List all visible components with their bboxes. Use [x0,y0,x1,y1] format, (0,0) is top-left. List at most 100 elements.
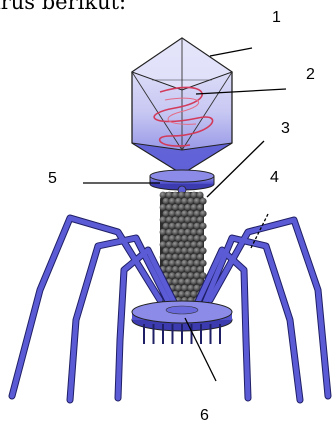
sheath-bead [163,260,170,267]
sheath-bead [181,210,188,217]
sheath-bead [194,247,201,254]
sheath-bead [197,241,204,248]
sheath-bead [181,223,188,230]
sheath-bead [187,210,194,217]
base-plate-hub [166,306,198,314]
sheath-bead [187,272,194,279]
sheath-bead [187,247,194,254]
sheath-bead [197,254,204,261]
sheath-bead [160,192,167,199]
sheath-bead [200,210,207,217]
sheath-bead [184,291,191,298]
sheath-bead [200,223,207,230]
sheath-bead [191,266,198,273]
sheath-bead [181,285,188,292]
sheath-bead [194,285,201,292]
leader-line-1 [210,48,252,56]
sheath-bead [191,278,198,285]
sheath-bead [197,204,204,211]
sheath-bead [172,216,179,223]
sheath-bead [184,204,191,211]
sheath-bead [160,204,167,211]
sheath-bead [169,198,176,205]
sheath-bead [178,204,185,211]
sheath-bead [194,272,201,279]
sheath-bead [172,229,179,236]
sheath-bead [197,229,204,236]
sheath-bead [163,223,170,230]
sheath-bead [181,247,188,254]
sheath-bead [169,223,176,230]
sheath-bead [160,254,167,261]
sheath-bead [175,198,182,205]
sheath-bead [172,254,179,261]
sheath-bead [166,229,173,236]
sheath-bead [163,210,170,217]
sheath-bead [187,260,194,267]
sheath-bead [197,266,204,273]
sheath-bead [200,198,207,205]
sheath-bead [178,241,185,248]
sheath-bead [178,266,185,273]
sheath-bead [169,272,176,279]
sheath-bead [175,272,182,279]
sheath-bead [200,235,207,242]
sheath-bead [166,216,173,223]
sheath-bead [166,204,173,211]
label-1: 1 [272,9,281,26]
sheath-bead [181,260,188,267]
sheath-bead [184,216,191,223]
sheath-bead [178,229,185,236]
sheath-bead [166,254,173,261]
sheath-bead [175,260,182,267]
sheath-bead [181,272,188,279]
sheath-bead [191,254,198,261]
sheath-bead [178,192,185,199]
sheath-bead [169,235,176,242]
sheath-bead [184,278,191,285]
sheath-bead [187,198,194,205]
sheath-bead [184,254,191,261]
sheath-bead [169,210,176,217]
sheath-bead [166,241,173,248]
label-3: 3 [281,120,290,137]
sheath-bead [175,223,182,230]
sheath-bead [160,216,167,223]
sheath-bead [175,235,182,242]
sheath-bead [200,260,207,267]
sheath-bead [191,291,198,298]
sheath-bead [175,247,182,254]
sheath-bead [172,278,179,285]
sheath-bead [163,247,170,254]
label-4: 4 [270,169,279,186]
sheath-bead [175,210,182,217]
sheath-bead [191,192,198,199]
sheath-bead [178,216,185,223]
label-5: 5 [48,170,57,187]
sheath-bead [191,204,198,211]
sheath-bead [172,266,179,273]
sheath-bead [194,223,201,230]
sheath-bead [163,198,170,205]
sheath-bead [191,229,198,236]
sheath-bead [172,241,179,248]
sheath-bead [187,285,194,292]
sheath-bead [184,229,191,236]
sheath-bead [191,216,198,223]
sheath-bead [163,235,170,242]
sheath-bead [197,216,204,223]
collar [150,170,214,194]
sheath-bead [160,229,167,236]
label-6: 6 [200,407,209,424]
sheath-bead [166,192,173,199]
sheath-bead [194,235,201,242]
sheath-bead [184,192,191,199]
sheath-bead [200,247,207,254]
sheath-bead [191,241,198,248]
collar-top [150,170,214,182]
sheath-bead [194,198,201,205]
sheath-bead [187,223,194,230]
sheath-bead [172,204,179,211]
sheath-bead [181,198,188,205]
